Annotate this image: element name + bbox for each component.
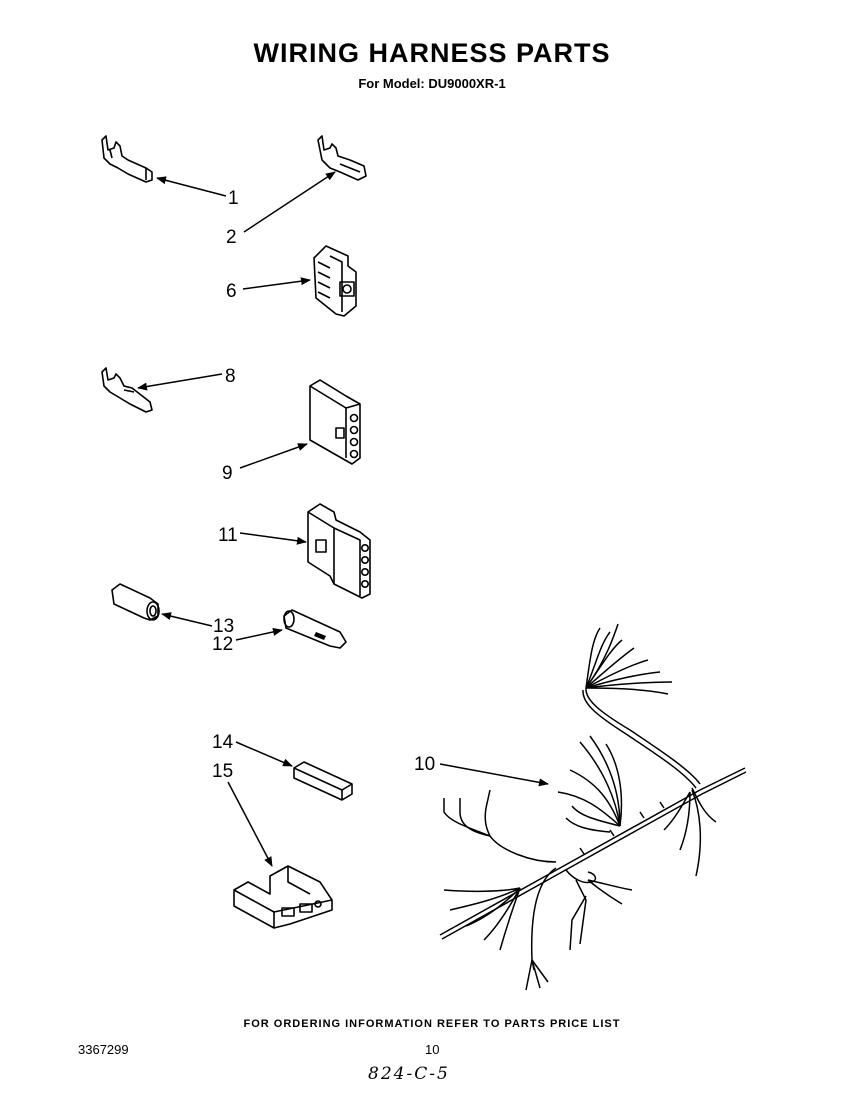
part-13-sleeve	[111, 583, 160, 621]
callout-9: 9	[222, 463, 233, 484]
leader-11	[239, 532, 307, 545]
callout-2: 2	[226, 227, 237, 248]
part-12-splice-tube	[283, 609, 347, 649]
callout-12: 12	[212, 634, 233, 655]
part-9-housing	[309, 379, 361, 465]
leader-12	[235, 628, 283, 641]
part-1-terminal	[101, 135, 153, 183]
callout-8: 8	[225, 366, 236, 387]
leader-2	[243, 171, 336, 233]
callout-13: 13	[213, 616, 234, 637]
part-14-clip	[293, 761, 353, 801]
page-title: WIRING HARNESS PARTS	[253, 38, 611, 68]
part-8-terminal	[101, 367, 153, 413]
part-2-terminal	[317, 135, 367, 181]
page-number: 10	[425, 1042, 440, 1057]
part-15-bracket	[233, 865, 333, 929]
leader-10	[439, 763, 549, 787]
handwritten-note: 824-C-5	[368, 1064, 450, 1084]
document-number: 3367299	[78, 1042, 129, 1057]
leader-15	[227, 781, 273, 867]
ordering-note: FOR ORDERING INFORMATION REFER TO PARTS …	[243, 1018, 621, 1030]
part-11-housing	[307, 503, 371, 599]
leader-13	[161, 612, 213, 627]
leader-1	[156, 176, 227, 197]
part-6-connector-block	[313, 245, 357, 317]
callout-1: 1	[228, 188, 239, 209]
leader-14	[235, 741, 293, 767]
leader-6	[242, 277, 311, 290]
model-subtitle: For Model: DU9000XR-1	[358, 76, 506, 91]
leader-9	[239, 443, 308, 469]
callout-14: 14	[212, 732, 234, 753]
callout-10: 10	[414, 754, 435, 775]
part-10-wiring-harness	[439, 623, 747, 991]
callout-6: 6	[226, 281, 237, 302]
callout-11: 11	[218, 525, 238, 546]
callout-15: 15	[212, 761, 233, 782]
leader-8	[137, 373, 223, 391]
